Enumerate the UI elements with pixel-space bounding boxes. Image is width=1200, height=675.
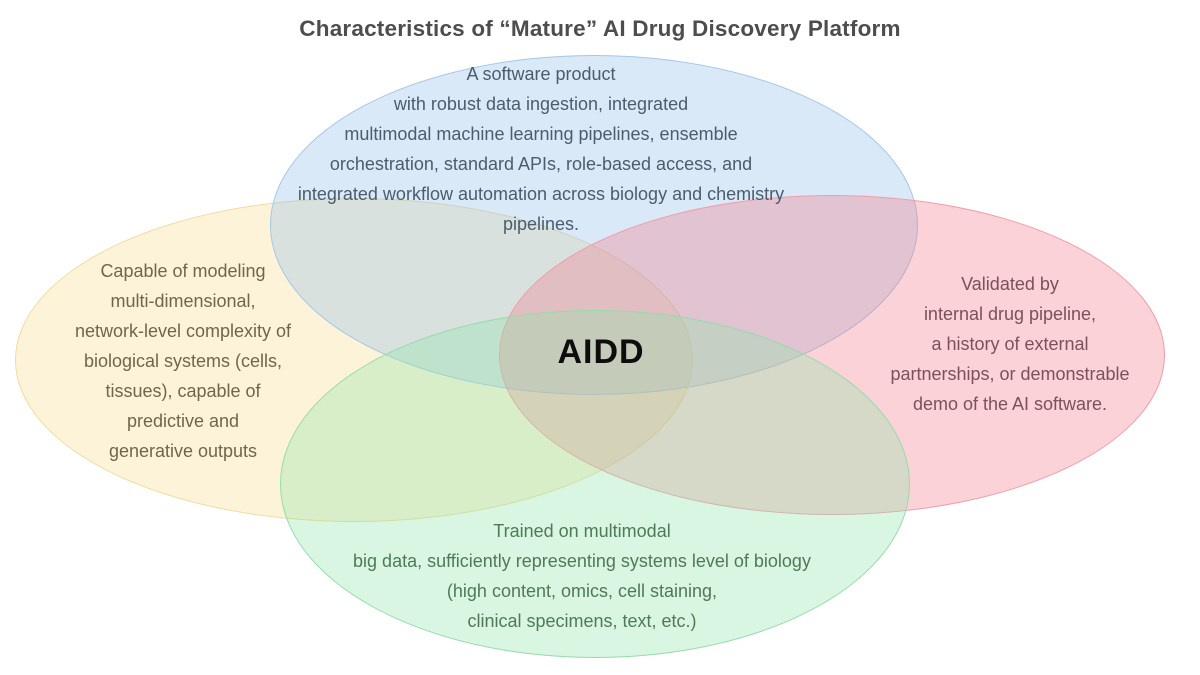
diagram-title: Characteristics of “Mature” AI Drug Disc… [299,16,901,41]
data-line: clinical specimens, text, etc.) [467,611,697,631]
center-intersection-label: AIDD [557,333,645,371]
modeling-line: generative outputs [108,441,258,461]
software-line: pipelines. [502,214,580,234]
software-line: A software product [466,64,616,84]
software-line: orchestration, standard APIs, role-based… [329,154,753,174]
modeling-set-label: Capable of modeling multi-dimensional, n… [23,256,343,466]
software-line: with robust data ingestion, integrated [393,94,689,114]
modeling-line: network-level complexity of [74,321,292,341]
data-line: big data, sufficiently representing syst… [353,551,811,571]
modeling-line: multi-dimensional, [110,291,256,311]
validation-line: demo of the AI software. [912,394,1108,414]
validation-line: a history of external [931,334,1089,354]
modeling-line: predictive and [126,411,240,431]
software-line: multimodal machine learning pipelines, e… [344,124,738,144]
software-line: integrated workflow automation across bi… [297,184,785,204]
modeling-line: Capable of modeling [100,261,266,281]
data-set-label: Trained on multimodal big data, sufficie… [292,516,872,636]
venn-ellipse-data [280,310,910,658]
validation-set-label: Validated by internal drug pipeline, a h… [840,269,1180,419]
data-line: Trained on multimodal [493,521,671,541]
modeling-line: biological systems (cells, [83,351,283,371]
software-set-label: A software product with robust data inge… [211,59,871,239]
validation-line: partnerships, or demonstrable [890,364,1130,384]
data-line: (high content, omics, cell staining, [446,581,718,601]
validation-line: Validated by [961,274,1059,294]
validation-line: internal drug pipeline, [923,304,1097,324]
modeling-line: tissues), capable of [105,381,261,401]
